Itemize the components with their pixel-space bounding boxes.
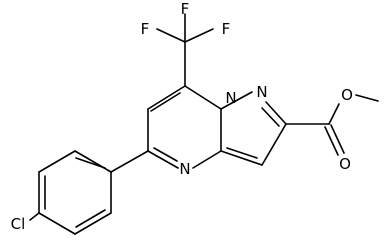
bond-ph4-cl [29,212,40,221]
atom-label-f2: F [181,0,190,18]
atom-label-o-carbonyl: O [339,155,351,173]
bonds [29,13,379,235]
bond-n1-c2-inner [261,107,280,127]
bond-c2-c3 [261,123,287,166]
bond-carbonyl-o-double-2 [324,126,339,156]
bond-c7-c6-inner [150,92,181,112]
bond-ph5-ph6-inner [75,209,106,228]
atom-labels: F F F N N N O O Cl [11,0,353,233]
bond-carbonyl-o-ester [328,103,340,125]
bond-c-f1 [156,28,186,43]
bond-c5-n4 [147,150,179,169]
bond-ph5-ph6 [74,212,112,235]
bond-n7a-n1 [220,91,253,110]
bond-ph4-ph5 [38,212,76,235]
bond-c7-c6 [147,85,186,110]
bond-ph2-ph3 [38,150,76,173]
bond-c3-c3a-inner [226,147,258,159]
bond-n4-c3a [192,150,222,169]
bond-c-f3 [184,28,214,43]
bond-carbonyl-o-double-1 [330,124,345,154]
atom-label-f1: F [141,20,150,38]
bond-c5-phenyl [110,150,149,173]
bond-n1-c2 [265,101,287,125]
atom-label-o-ester: O [341,86,353,104]
bond-c3-c3a [220,150,263,166]
atom-label-f3: F [222,20,231,38]
bond-n7a-c7 [184,85,222,110]
bond-o-ester-methyl [355,94,379,102]
atom-label-cl: Cl [11,215,26,233]
bond-ph1-ph2-inner [75,157,106,169]
atom-label-n-pyrazole: N [256,83,267,101]
atom-label-n-pyrimidine: N [179,160,190,178]
bond-c5-n4-inner [153,147,178,162]
atom-label-n-bridge: N [225,89,236,107]
bond-ph1-ph2 [74,150,112,173]
